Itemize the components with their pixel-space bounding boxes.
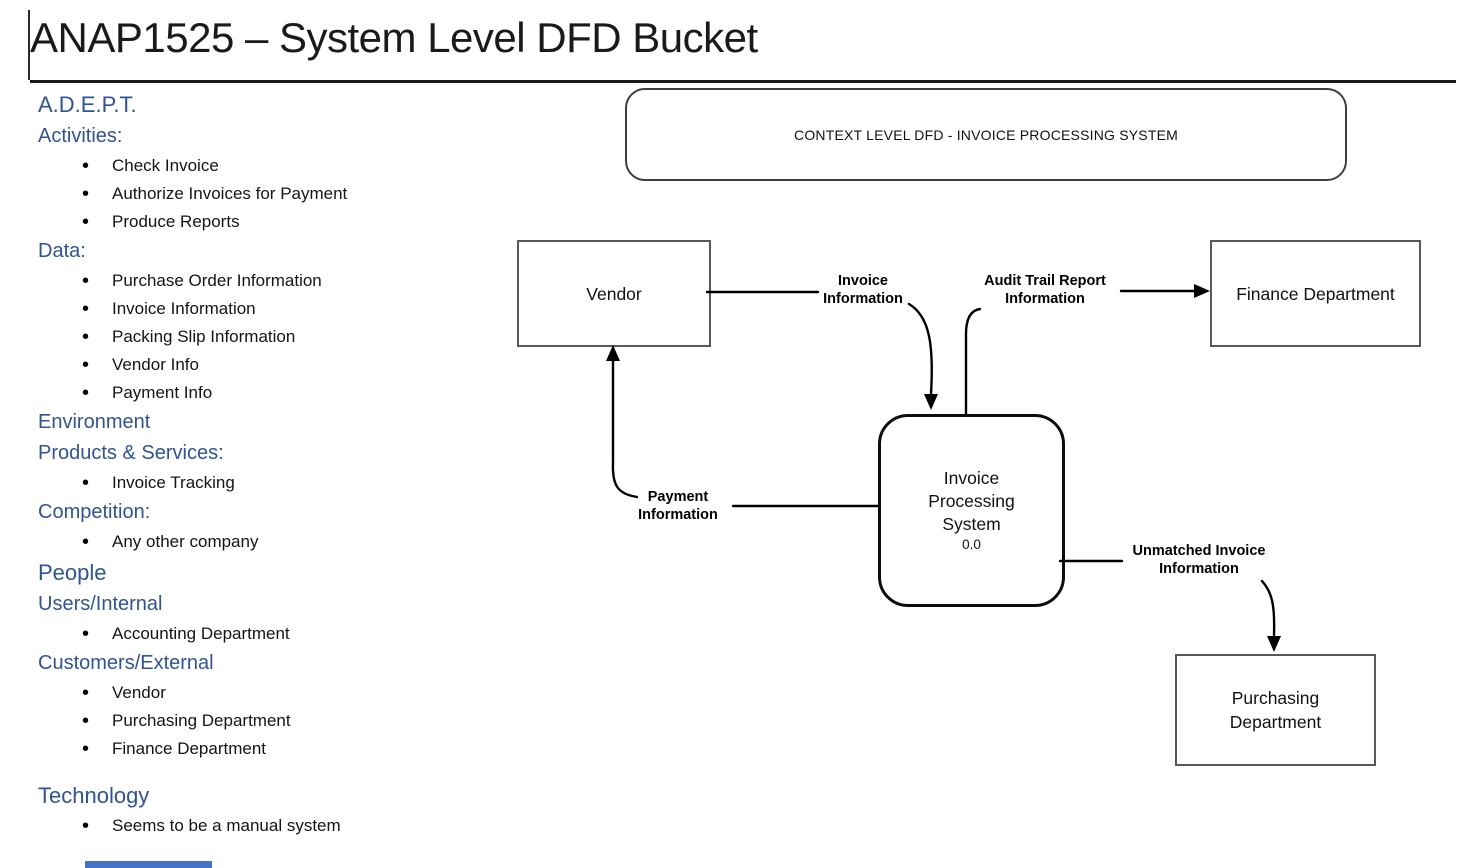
list-item: Invoice Information: [38, 295, 478, 323]
outline-heading-data: Data:: [38, 240, 86, 262]
competition-list: Any other company: [38, 528, 478, 556]
process-invoice-processing-system: Invoice Processing System 0.0: [878, 414, 1065, 607]
outline-heading-technology: Technology: [38, 783, 150, 808]
outline-heading-products-services: Products & Services:: [38, 442, 224, 464]
flow-label-line: Unmatched Invoice: [1132, 543, 1266, 559]
entity-label: Purchasing: [1231, 688, 1320, 708]
outline-heading-users-internal: Users/Internal: [38, 593, 163, 615]
flow-label-unmatched-invoice-information: Unmatched Invoice Information: [1120, 542, 1278, 578]
clipped-accent-bar: [85, 861, 212, 868]
entity-finance-department: Finance Department: [1210, 240, 1421, 347]
flow-label-invoice-information: Invoice Information: [793, 272, 933, 308]
flow-label-line: Information: [1159, 561, 1239, 577]
title-underline: [30, 80, 1456, 83]
flow-label-payment-information: Payment Information: [618, 488, 738, 524]
outline-heading-environment: Environment: [38, 411, 151, 433]
list-item: Produce Reports: [38, 208, 478, 236]
arrowhead-into-process-top: [924, 394, 938, 410]
entity-vendor: Vendor: [517, 240, 711, 347]
entity-purchasing-department: Purchasing Department: [1175, 654, 1376, 766]
list-item: Invoice Tracking: [38, 469, 478, 497]
flow-label-line: Invoice: [838, 273, 888, 289]
list-item: Purchase Order Information: [38, 267, 478, 295]
list-item: Seems to be a manual system: [38, 812, 478, 840]
entity-label: Department: [1229, 712, 1322, 732]
adept-outline: A.D.E.P.T. Activities: Check Invoice Aut…: [38, 88, 478, 840]
arrowhead-into-finance: [1194, 284, 1210, 298]
diagram-title-box: CONTEXT LEVEL DFD - INVOICE PROCESSING S…: [625, 88, 1347, 181]
flow-curve-unmatched-invoice: [1260, 579, 1276, 637]
entity-label: Vendor: [586, 283, 642, 304]
technology-list: Seems to be a manual system: [38, 812, 478, 840]
customers-external-list: Vendor Purchasing Department Finance Dep…: [38, 679, 478, 763]
data-list: Purchase Order Information Invoice Infor…: [38, 267, 478, 407]
list-item: Packing Slip Information: [38, 323, 478, 351]
activities-list: Check Invoice Authorize Invoices for Pay…: [38, 152, 478, 236]
list-item: Finance Department: [38, 735, 478, 763]
arrowhead-into-vendor: [606, 345, 620, 361]
flow-label-line: Audit Trail Report: [984, 273, 1106, 289]
list-item: Any other company: [38, 528, 478, 556]
list-item: Accounting Department: [38, 620, 478, 648]
process-label: System: [942, 514, 1001, 534]
list-item: Payment Info: [38, 379, 478, 407]
flow-label-line: Information: [1005, 291, 1085, 307]
list-item: Vendor: [38, 679, 478, 707]
diagram-title: CONTEXT LEVEL DFD - INVOICE PROCESSING S…: [794, 126, 1178, 143]
flow-label-audit-trail-report-information: Audit Trail Report Information: [966, 272, 1124, 308]
flow-label-line: Information: [638, 507, 718, 523]
list-item: Vendor Info: [38, 351, 478, 379]
flow-curve-audit-trail: [964, 307, 982, 416]
flow-label-line: Payment: [647, 489, 709, 505]
list-item: Check Invoice: [38, 152, 478, 180]
process-label: Processing: [928, 491, 1015, 511]
text-cursor: [28, 10, 30, 80]
outline-heading-competition: Competition:: [38, 501, 151, 523]
flow-curve-payment-information: [611, 358, 639, 499]
flow-curve-invoice-information: [907, 302, 934, 396]
products-services-list: Invoice Tracking: [38, 469, 478, 497]
list-item: Purchasing Department: [38, 707, 478, 735]
outline-heading-customers-external: Customers/External: [38, 652, 214, 674]
process-number: 0.0: [962, 537, 981, 552]
outline-heading-people: People: [38, 560, 107, 585]
process-label: Invoice: [943, 468, 1000, 488]
outline-heading-adept: A.D.E.P.T.: [38, 92, 137, 117]
page-title: ANAP1525 – System Level DFD Bucket: [30, 14, 758, 61]
list-item: Authorize Invoices for Payment: [38, 180, 478, 208]
users-internal-list: Accounting Department: [38, 620, 478, 648]
flow-label-line: Information: [823, 291, 903, 307]
entity-label: Finance Department: [1236, 283, 1395, 304]
arrowhead-into-purchasing: [1267, 636, 1281, 652]
outline-heading-activities: Activities:: [38, 125, 123, 147]
